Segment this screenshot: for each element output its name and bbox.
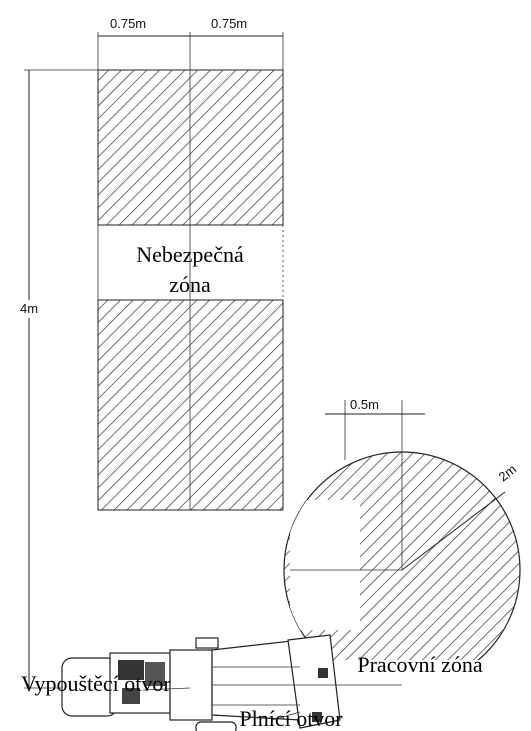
danger-zone bbox=[97, 69, 284, 511]
left-width-label: 0.75m bbox=[110, 16, 146, 31]
fill-opening-label: Plnící otvor bbox=[239, 706, 343, 731]
drain-opening-label: Vypouštěcí otvor bbox=[21, 671, 171, 696]
width-dimension: 0.75m 0.75m bbox=[97, 16, 284, 70]
offset-dimension: 0.5m bbox=[325, 397, 425, 570]
danger-zone-label-line1: Nebezpečná bbox=[136, 242, 244, 267]
danger-zone-label-line2: zóna bbox=[169, 272, 211, 297]
radius-label: 2m bbox=[496, 461, 519, 484]
machine-top-view bbox=[61, 634, 402, 731]
height-dimension: 4m bbox=[20, 69, 98, 689]
leader-lines bbox=[142, 687, 301, 721]
offset-label: 0.5m bbox=[350, 397, 379, 412]
height-label: 4m bbox=[20, 301, 38, 316]
right-width-label: 0.75m bbox=[211, 16, 247, 31]
work-zone-label: Pracovní zóna bbox=[357, 652, 482, 677]
